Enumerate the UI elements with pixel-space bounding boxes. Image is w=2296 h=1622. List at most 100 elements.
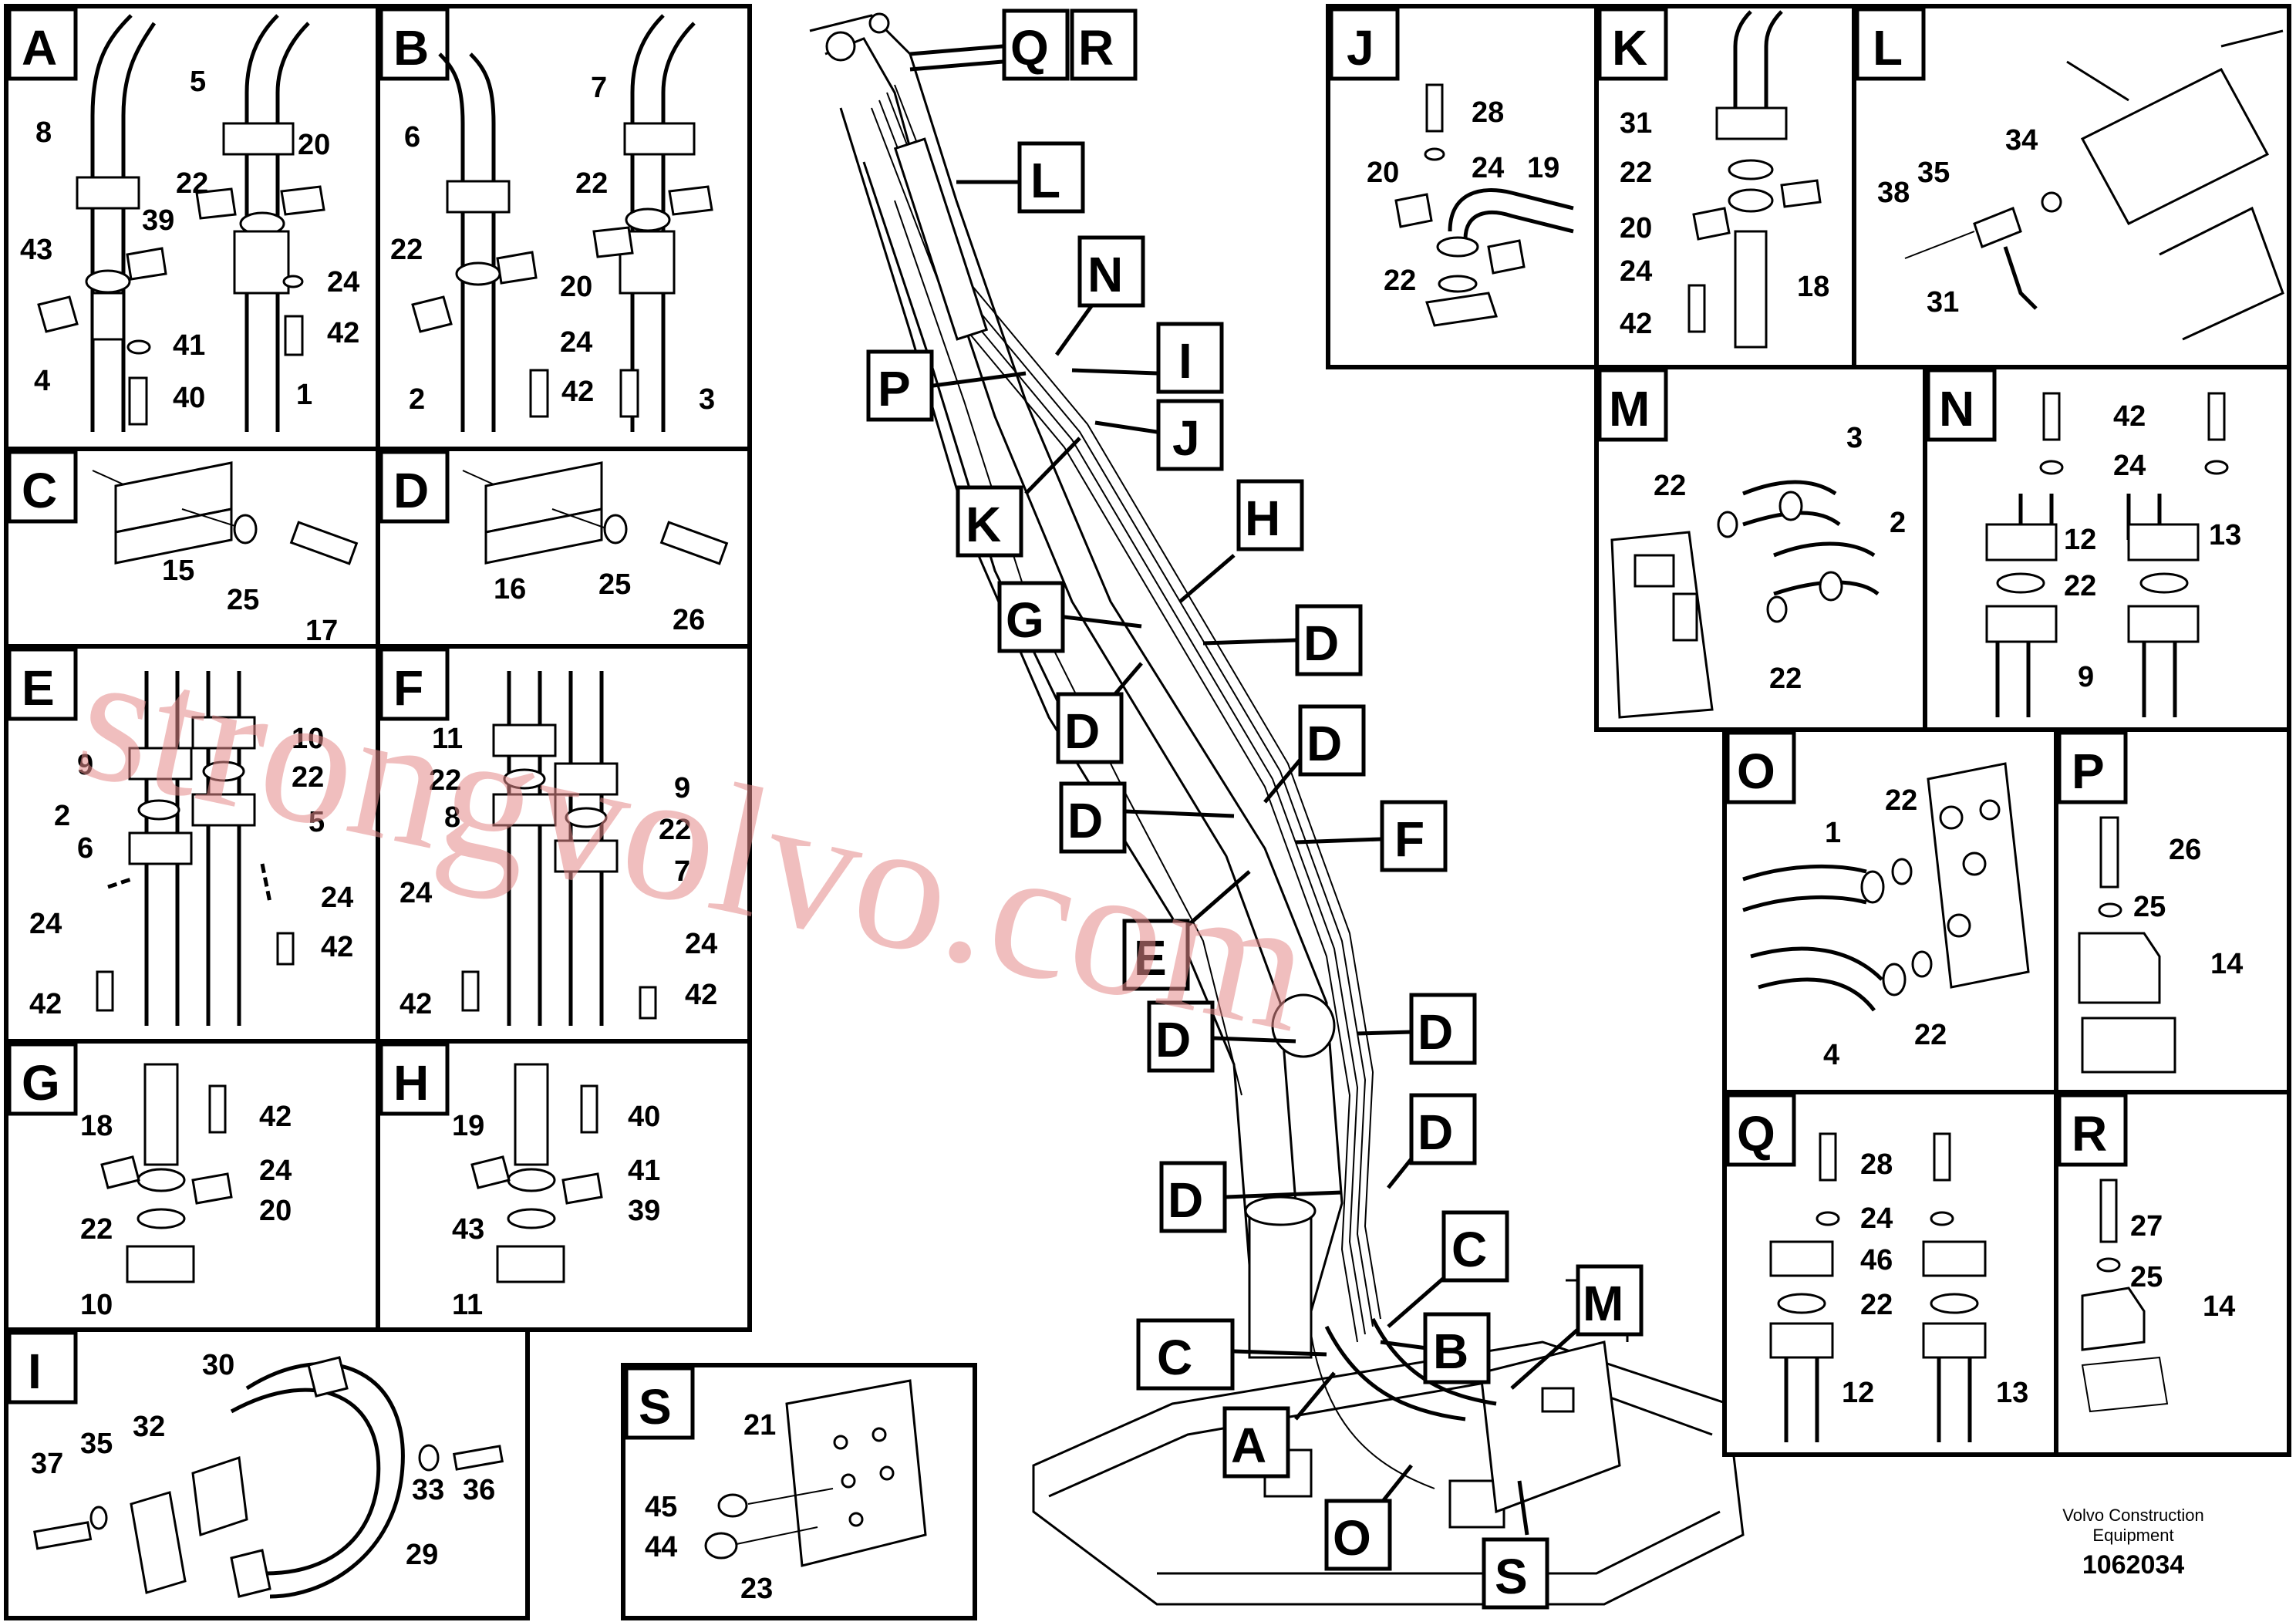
callout-d-7: D [1418, 1104, 1453, 1160]
panel-o-letter: O [1737, 744, 1775, 799]
part-label-42: 42 [561, 376, 594, 408]
part-label-11: 11 [432, 723, 463, 755]
brand-line-2: Equipment [2092, 1526, 2173, 1545]
panel-i: I 30 37 35 32 33 36 29 [7, 1330, 504, 1599]
panel-a: A 8 5 20 22 43 39 24 42 41 4 40 1 [7, 7, 359, 432]
panel-q-letter: Q [1737, 1106, 1775, 1162]
part-label-22: 22 [292, 761, 324, 794]
part-label-30: 30 [202, 1349, 234, 1381]
machine-callouts: Q R L N P I J K H G [866, 8, 1644, 1610]
part-label-4: 4 [1823, 1039, 1839, 1071]
part-label-34: 34 [2005, 124, 2038, 157]
panel-c: C 15 25 17 [7, 450, 359, 647]
part-label-33: 33 [412, 1474, 444, 1506]
part-label-31: 31 [1620, 107, 1652, 140]
part-label-24: 24 [1860, 1202, 1893, 1235]
part-label-24: 24 [1472, 152, 1504, 184]
panel-e: E 9 10 22 2 5 6 24 24 42 42 [7, 647, 353, 1026]
part-label-5: 5 [190, 66, 206, 98]
part-label-9: 9 [77, 749, 93, 781]
callout-r: R [1078, 20, 1114, 76]
part-label-36: 36 [463, 1474, 495, 1506]
part-label-21: 21 [743, 1409, 776, 1442]
part-label-5: 5 [308, 806, 325, 838]
part-label-18: 18 [1797, 271, 1829, 303]
part-label-42-right: 42 [685, 979, 717, 1011]
panel-o: O 22 1 4 22 [1725, 730, 2030, 1071]
part-label-42-left: 42 [29, 988, 62, 1020]
part-label-22: 22 [1860, 1289, 1893, 1321]
callout-m: M [1583, 1276, 1623, 1331]
part-label-17: 17 [305, 615, 338, 647]
part-label-20: 20 [1620, 212, 1652, 244]
part-label-24: 24 [2113, 450, 2146, 482]
callout-a: A [1231, 1418, 1266, 1473]
panel-s: S 21 45 44 23 [624, 1366, 927, 1605]
part-label-12: 12 [2064, 524, 2096, 556]
callout-i: I [1178, 333, 1192, 389]
panel-p: P 26 25 14 [2057, 730, 2243, 1074]
part-label-22: 22 [176, 167, 208, 200]
part-label-1: 1 [1825, 817, 1841, 849]
panel-d-letter: D [393, 463, 429, 518]
part-label-32: 32 [133, 1411, 165, 1443]
panel-h-letter: H [393, 1055, 429, 1111]
part-label-10: 10 [80, 1289, 113, 1321]
part-label-24: 24 [259, 1155, 292, 1187]
panel-g-letter: G [22, 1055, 60, 1111]
part-label-42: 42 [1620, 308, 1652, 340]
part-label-28: 28 [1860, 1148, 1893, 1181]
part-label-43: 43 [20, 234, 52, 266]
part-label-22: 22 [1620, 157, 1652, 189]
panel-n: N 42 24 12 13 22 9 [1926, 368, 2241, 717]
part-label-6: 6 [404, 121, 420, 153]
part-label-2: 2 [54, 800, 70, 832]
part-label-25: 25 [2133, 891, 2166, 923]
panel-b-letter: B [393, 20, 429, 76]
part-label-22-top: 22 [1654, 470, 1686, 502]
callout-d-8: D [1168, 1172, 1203, 1228]
part-label-25: 25 [2130, 1261, 2163, 1293]
panel-h: H 19 40 41 39 43 11 [379, 1042, 660, 1321]
part-label-35: 35 [80, 1428, 113, 1460]
callout-f: F [1394, 811, 1424, 867]
part-label-28: 28 [1472, 96, 1504, 129]
part-label-23: 23 [740, 1573, 773, 1605]
part-label-13: 13 [1996, 1377, 2028, 1409]
part-label-13: 13 [2209, 519, 2241, 551]
part-label-22: 22 [2064, 570, 2096, 602]
part-label-3: 3 [1846, 422, 1863, 454]
panel-k: K 31 22 20 24 18 42 [1597, 7, 1829, 349]
panel-j: J 28 20 24 19 22 [1329, 7, 1574, 327]
callout-d-4: D [1067, 793, 1103, 848]
part-label-31: 31 [1927, 286, 1959, 319]
part-label-42: 42 [327, 317, 359, 349]
callout-p: P [878, 361, 911, 416]
part-label-24-left: 24 [400, 877, 432, 909]
part-label-20: 20 [560, 271, 592, 303]
part-label-19: 19 [1527, 152, 1559, 184]
part-label-39: 39 [142, 204, 174, 237]
callout-d-5: D [1155, 1012, 1191, 1067]
callout-k: K [966, 497, 1001, 552]
panel-i-letter: I [28, 1344, 42, 1399]
panel-b: B 6 7 22 22 20 24 42 2 3 [379, 7, 715, 432]
callout-q: Q [1010, 20, 1049, 76]
panel-s-letter: S [639, 1379, 672, 1435]
part-label-8: 8 [35, 116, 52, 149]
callout-h: H [1245, 491, 1280, 546]
panel-k-letter: K [1612, 20, 1647, 76]
part-label-7: 7 [591, 72, 607, 104]
part-label-26: 26 [673, 604, 705, 636]
part-label-20: 20 [1367, 157, 1399, 189]
panel-l-letter: L [1873, 20, 1903, 76]
part-label-6: 6 [77, 832, 93, 865]
panel-d: D 16 25 26 [379, 450, 729, 636]
part-label-22-bottom: 22 [1914, 1019, 1947, 1051]
part-label-41: 41 [628, 1155, 660, 1187]
part-label-3: 3 [699, 383, 715, 416]
part-label-24-right: 24 [685, 928, 717, 960]
part-label-45: 45 [645, 1491, 677, 1523]
part-label-15: 15 [162, 555, 194, 587]
part-label-20: 20 [259, 1195, 292, 1227]
